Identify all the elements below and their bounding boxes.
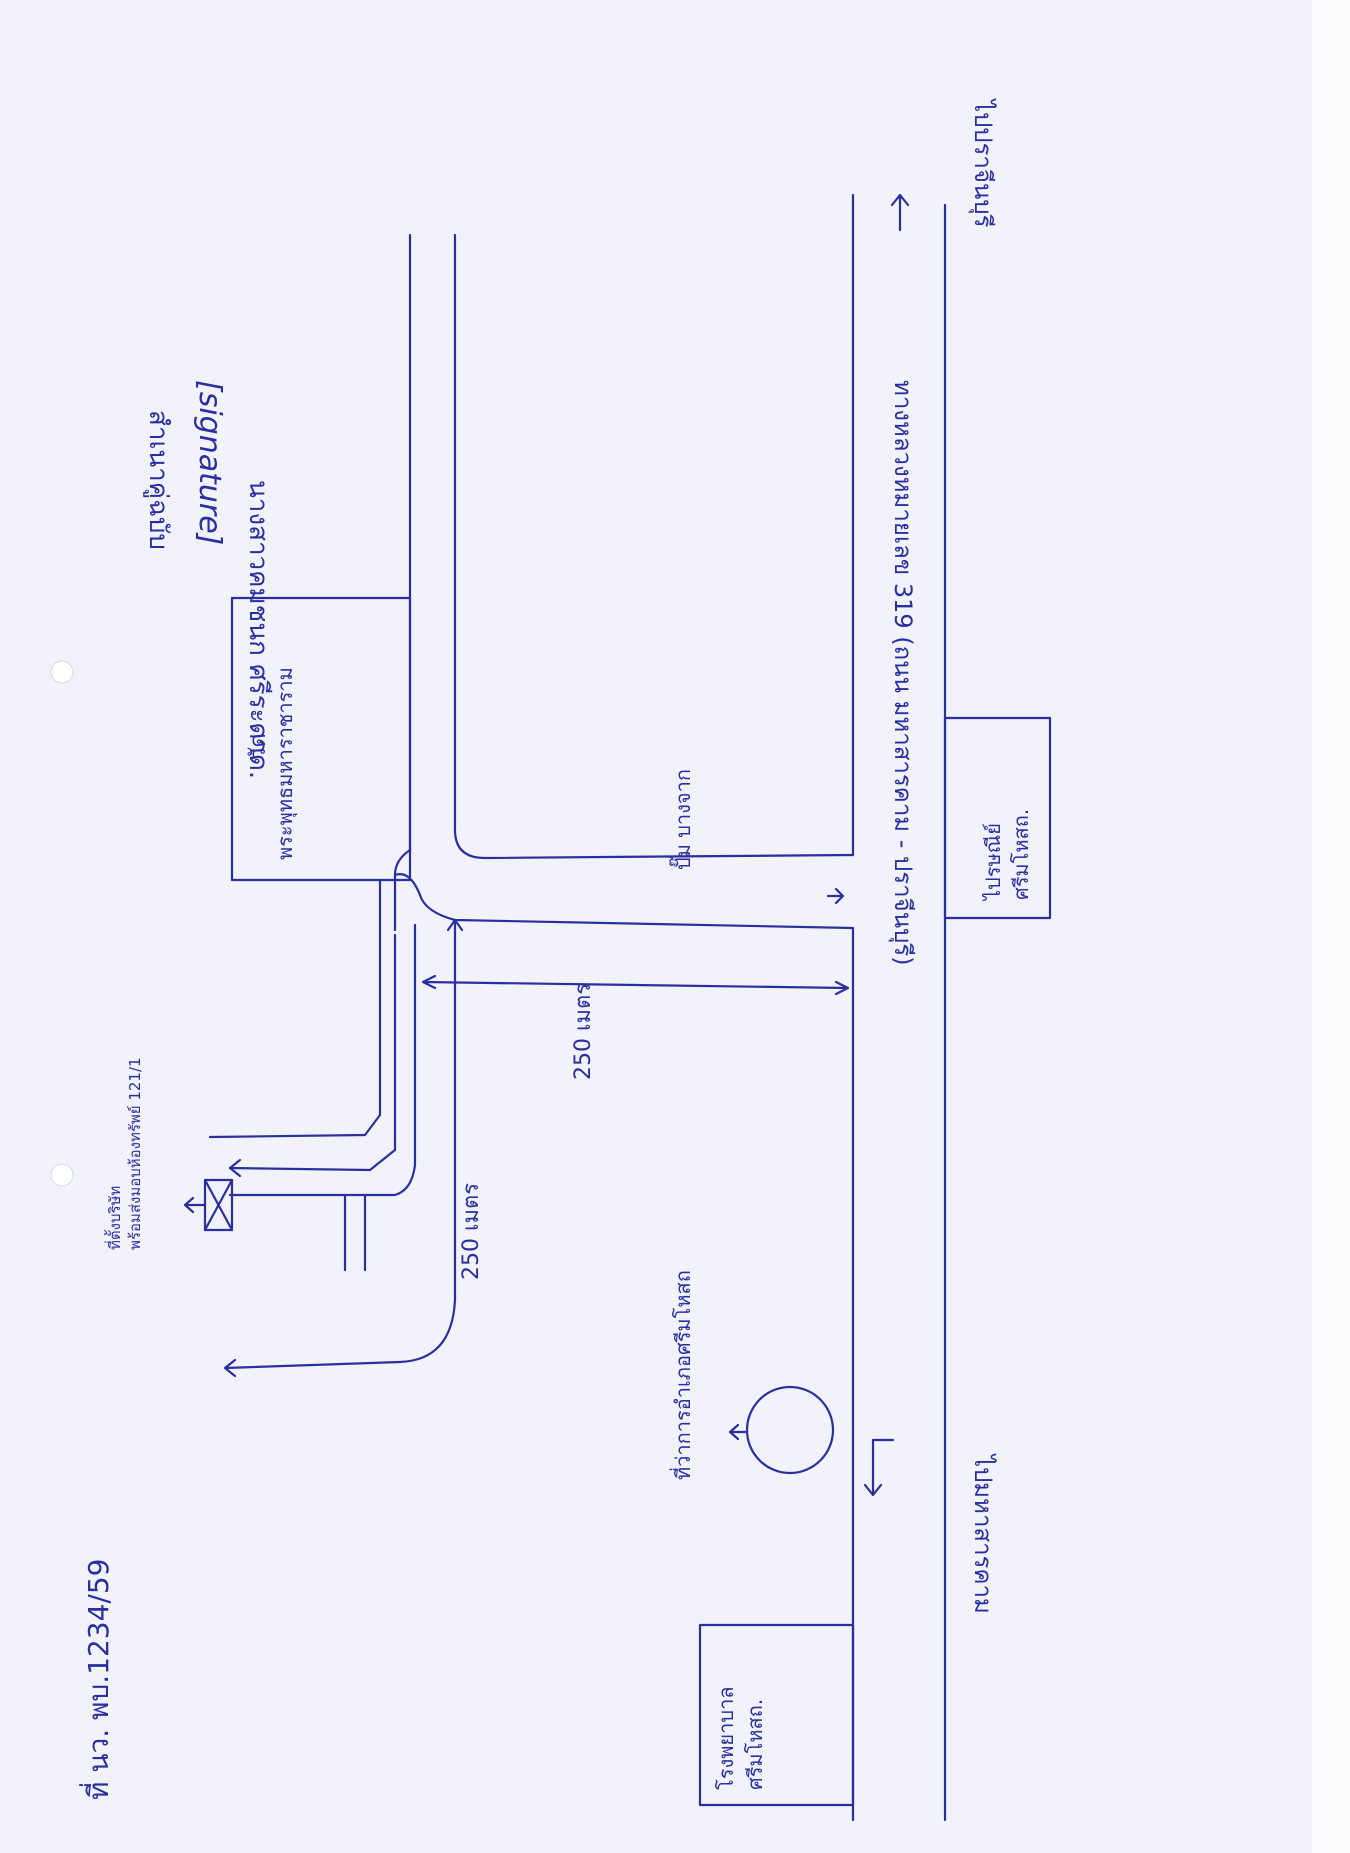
junction-curve-2 — [393, 873, 422, 897]
district-office-circle — [745, 1385, 835, 1475]
road-to-south: ไปมหาสารคาม — [969, 1453, 997, 1614]
distance-arrow-vertical-head — [446, 918, 464, 932]
house-label-1: ที่ตั้งบริษัท — [104, 1186, 124, 1250]
south-arrow — [863, 1438, 895, 1497]
temple-label-2: พระพุทธมหาราชาราม — [273, 667, 298, 860]
distance-arrow-horizontal — [421, 974, 850, 996]
heading-line1: สำเนาคู่ฉบับ — [143, 410, 173, 550]
house-label-2: พร้อมส่งมอบห้องทรัพย์ 121/1 — [126, 1057, 144, 1250]
heading-line2: นางสาวคมชนก ศรีระดาด. — [243, 480, 273, 779]
side-road-right-edge — [453, 233, 855, 860]
lane-arrowhead — [228, 1158, 242, 1178]
lane-right-edge — [228, 923, 417, 1197]
lane-route-arrow — [228, 933, 397, 1172]
paper-edge — [1312, 0, 1350, 1853]
post-office-box — [943, 716, 1052, 920]
junction-label: ปั๊ม บางจาก — [668, 769, 695, 870]
distance-arrow-vertical — [223, 920, 457, 1378]
north-arrow — [890, 193, 910, 232]
lane-left-edge — [208, 878, 382, 1139]
highway-label: ทางหลวงหมายเลข 319 (ถนน มหาสารคาม - ปราจ… — [888, 380, 917, 966]
punch-hole — [50, 1163, 74, 1187]
junction-curve — [393, 848, 412, 932]
connector-road-edge — [418, 893, 855, 930]
road-to-north: ไปปราจีนบุรี — [968, 98, 997, 228]
house-marker-x — [203, 1178, 234, 1232]
hospital-label-2: ศรีมโหสถ. — [743, 1699, 767, 1790]
hospital-label-1: โรงพยาบาล — [714, 1686, 738, 1790]
punch-hole — [50, 660, 74, 684]
signature: [signature] — [192, 380, 227, 545]
district-office-label: ที่ว่าการอำเภอศรีมโหสถ — [669, 1270, 695, 1480]
house-pointer — [183, 1196, 207, 1214]
temple-box — [230, 596, 412, 882]
post-office-label-1: ไปรษณีย์ — [981, 823, 1005, 902]
post-office-label-2: ศรีมโหสถ. — [1009, 809, 1033, 900]
junction-pointer — [826, 887, 845, 905]
distance-label-vertical: 250 เมตร — [459, 1183, 484, 1280]
distance-label-horizontal: 250 เมตร — [571, 983, 596, 1080]
district-office-pointer — [728, 1423, 747, 1441]
temple-label-1: วัด — [246, 733, 271, 760]
doc-number: ที่ นว. พบ.1234/59 — [79, 1559, 115, 1800]
lane-stub — [343, 1193, 367, 1272]
hospital-box — [698, 1623, 855, 1807]
